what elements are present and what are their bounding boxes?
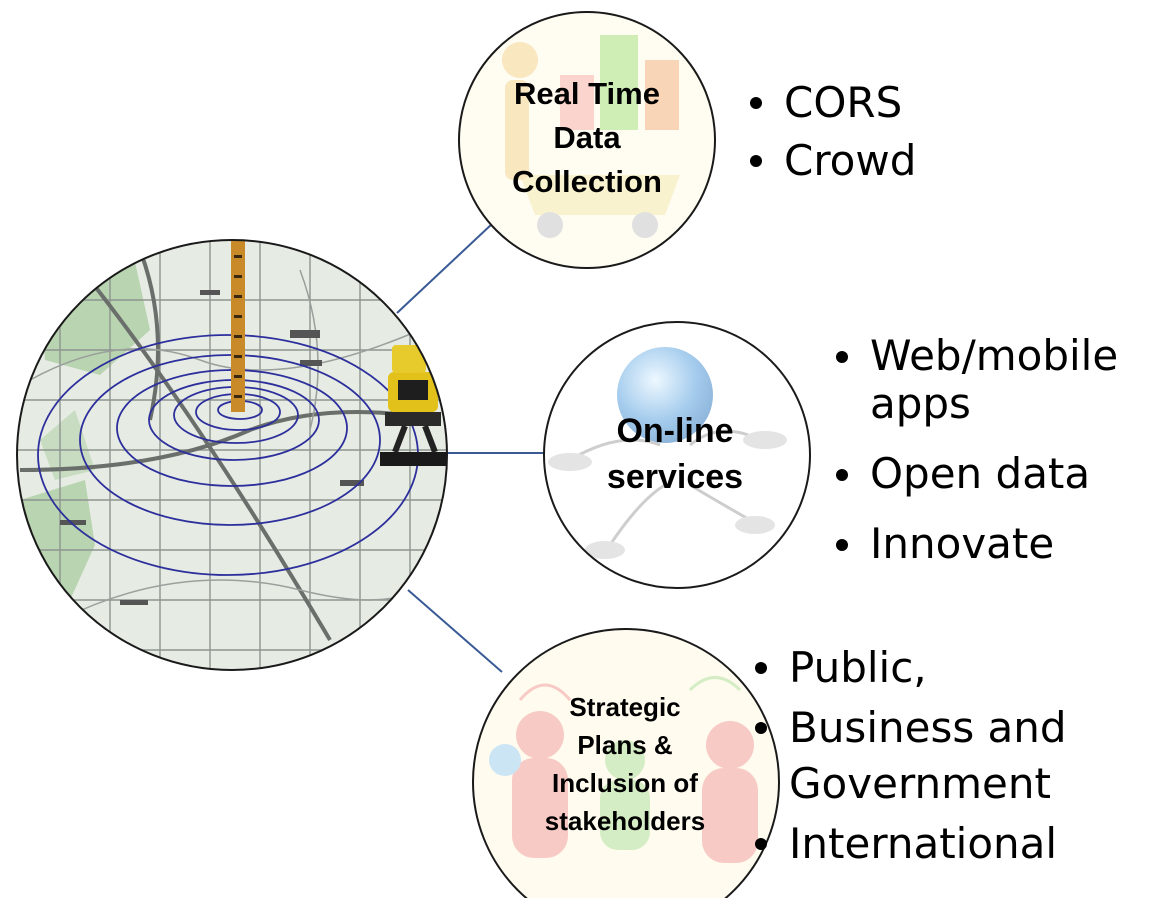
node-label-line: Plans & [577,730,673,760]
node-label-strategic-plans: Strategic Plans & Inclusion of stakehold… [520,688,730,840]
survey-map-with-total-station-icon [16,239,448,671]
node-label-line: Real Time [514,76,660,111]
connector-to-real-time [396,222,494,314]
connectors [396,222,544,673]
node-label-line: Data [553,120,621,155]
real-time-bullet-list: CORS Crowd [746,74,916,190]
shopping-cart-chart-icon [458,11,716,269]
node-label-line: On-line [616,412,734,450]
node-label-line: Strategic [569,692,681,722]
globe-network-icon [543,321,811,589]
bullet-item: Innovate [832,520,1150,568]
bullet-item: International [751,816,1091,872]
node-label-real-time-data-collection: Real Time Data Collection [487,72,687,204]
bullet-item: CORS [746,74,916,132]
strategic-bullet-list: Public, Business and Government Internat… [751,640,1091,876]
node-label-line: Inclusion of [552,768,698,798]
node-label-line: Collection [512,164,662,199]
online-services-bullet-list: Web/mobile apps Open data Innovate [832,332,1150,590]
connector-to-strategic [407,589,503,673]
bullet-item: Public, [751,640,1091,696]
node-label-line: stakeholders [544,806,706,836]
people-group-icon [472,628,780,898]
node-label-online-services: On-line services [580,408,770,500]
bullet-item: Open data [832,450,1150,498]
node-label-line: services [606,458,744,496]
bullet-item: Crowd [746,132,916,190]
bullet-item: Business and Government [751,700,1091,812]
bullet-item: Web/mobile apps [832,332,1150,428]
